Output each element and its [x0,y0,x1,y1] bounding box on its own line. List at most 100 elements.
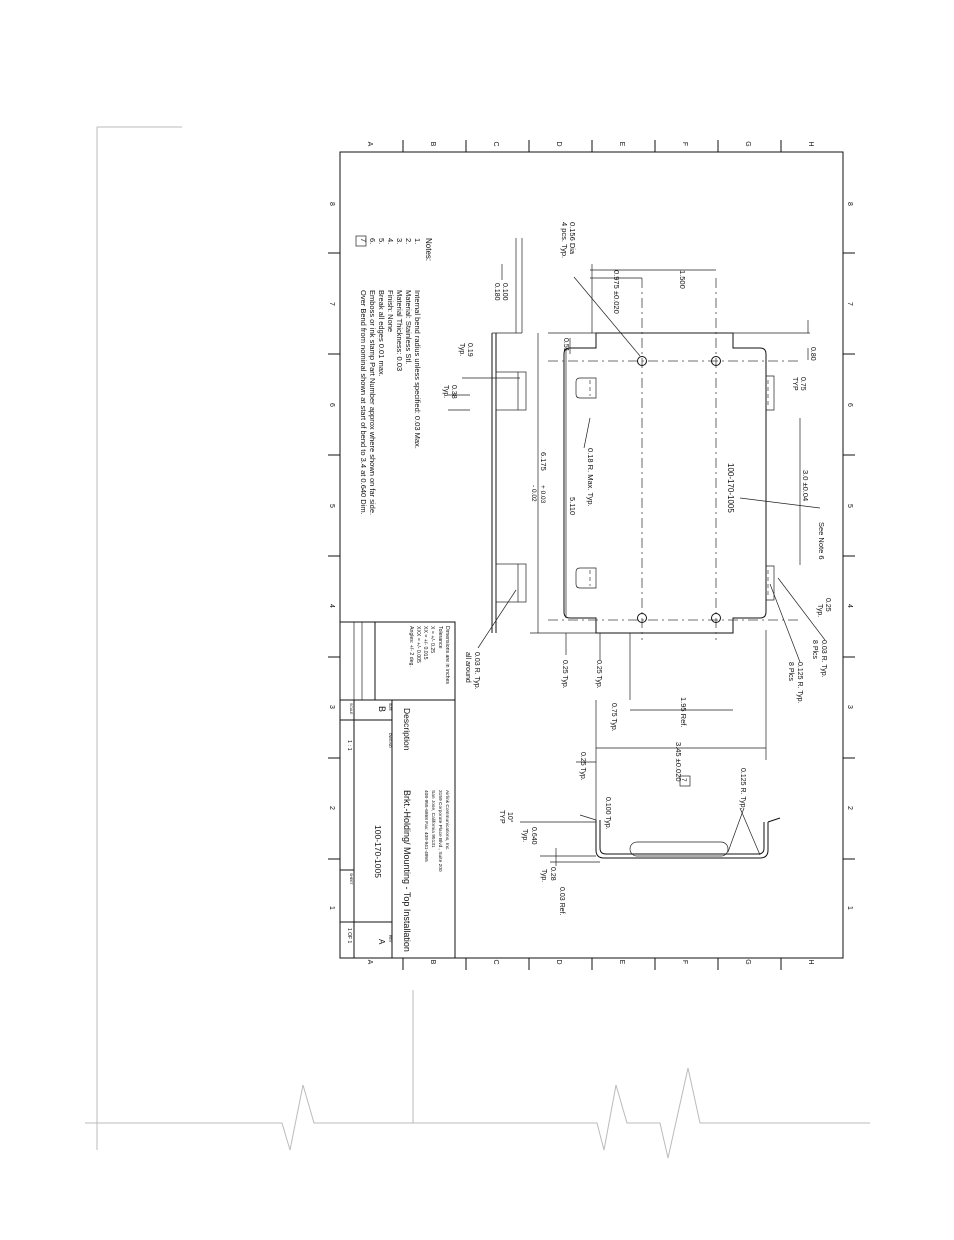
note-text: Finish: None [386,290,395,332]
zone-number: 7 [328,302,335,306]
tolerance-line: XX = +/- 0.015 [422,626,428,660]
drawing-no-value: 100-170-1005 [373,825,383,878]
company-line: 408-955-6868 Fax: 408-941-4955 [423,790,429,862]
dim-003ref: 0.03 Ref. [558,887,565,915]
zone-number: 1 [328,906,335,910]
title-block [339,621,456,959]
note7-box [679,775,691,787]
scale-value: 1 : 1 [346,740,352,751]
note-text: Emboss or ink stamp Part Number approx w… [368,290,377,515]
zone-letter: C [492,141,499,146]
zone-letter: E [618,142,625,147]
mounting-hole [711,613,721,623]
dim-0975: 0.975 ±0.020 [612,270,621,314]
tolerance-line: Angles: +/- 2 deg. [408,626,414,667]
dim-019-typ: Typ. [458,343,465,356]
zone-letter: C [492,959,499,964]
zone-number: 5 [328,504,335,508]
side-view-left [491,238,527,633]
tolerance-label: Tolerance [437,626,443,649]
dim-025-typ: Typ. [816,604,823,617]
dim-8plcs: 8 Plcs [811,640,818,660]
dim-30: 3.0 ±0.04 [801,470,810,501]
note-text: Material Thickness: 0.03 [395,290,404,371]
notes-heading: Notes: [424,238,433,261]
dim-028: 0.28 [549,867,556,881]
dim-003r-all: 0.03 R. Typ. [473,652,480,690]
dim-195: 1.95 Ref. [679,697,688,727]
zone-number: 3 [846,705,853,709]
note-text: Material: Stainless Stl. [404,290,413,364]
sheet-label: SHEET [349,873,353,886]
size-value: B [377,706,387,712]
dim-6175: 6.175 [539,452,548,471]
company-line: 3159 Corporate Place Blvd., Suite 200 [437,790,443,872]
zone-number: 5 [846,504,853,508]
dim-1500: 1.500 [678,270,687,289]
note-number: 7 [359,238,368,242]
dim-8plcs-b: 8 Plcs [787,662,794,682]
zone-letter: H [807,141,814,146]
annotations: Notes:1. Internal bend radius unless spec… [346,222,831,952]
dim-025-left: 0.25 Typ. [561,660,568,689]
note-number: 1. [413,238,422,244]
zone-number: 2 [328,806,335,810]
mounting-hole [711,356,721,366]
dim-0125r-side: 0.125 R. Typ. [739,768,746,810]
tolerance-heading: Dimensions are in inches [444,626,450,684]
note-text: Internal bend radius unless specified: 0… [413,290,422,449]
company-line: San Jose, California 95131 [430,790,436,848]
dim-0180: 0.180 [493,283,500,301]
zone-letter: F [681,142,688,146]
dim-10deg-typ: TYP [498,810,505,824]
dim-0100-side: 0.100 Typ. [604,797,611,830]
dim-0100: 0.100 [501,283,508,301]
dim-10deg: 10° [506,812,514,823]
description-label: Description [402,708,412,751]
zone-letter: E [618,960,625,965]
dim-0640: 0.640 [530,827,537,845]
dim-5110: 5.110 [568,497,577,515]
note-number: 4. [386,238,395,244]
dim-0125r: 0.125 R. Typ. [796,662,803,704]
tolerance-line: XXX = +/- 0.005 [415,626,421,663]
zone-letters-top [402,140,782,152]
side-view-bottom [579,814,781,859]
dim-025-mid: 0.25 Typ. [595,660,602,689]
note-number: 3. [395,238,404,244]
zone-letter: F [681,960,688,964]
dim-038: 0.38 [450,385,457,399]
zone-letters-bottom [402,958,782,970]
zone-number: 4 [328,604,335,608]
drawing-no-label: DWG NO [388,733,392,748]
note7-box [355,235,367,247]
dim-038-typ: Typ. [442,385,449,398]
zone-number-ticks [328,252,855,860]
note-number: 6. [368,238,377,244]
zone-letter: B [429,142,436,147]
zone-letter: D [555,959,562,964]
part-stamp: 100-170-1005 [726,463,735,513]
dim-hole-pcs: 4 pcs. Typ. [560,222,569,258]
dim-025: 0.25 [824,598,831,612]
dim-075-typ: TYP [791,377,798,391]
dim-051: 0.51 [562,338,569,352]
dim-all-around: all around [464,652,471,683]
dim-019: 0.19 [466,343,473,357]
dim-075-mid: 0.75 Typ. [610,703,617,732]
rev-label: REV [388,935,392,943]
flat-pattern-view [548,278,800,640]
zone-number: 8 [328,202,335,206]
sheet-value: 1 OF 1 [346,928,352,944]
note7-ref: 7 [680,778,687,782]
dim-028-typ: Typ. [540,869,547,882]
dim-see-note: See Note 6 [817,522,826,560]
zone-letter: B [429,960,436,965]
dim-345: 3.45 ±0.020 [674,742,683,782]
zone-letter: G [744,141,751,146]
zone-number: 4 [846,604,853,608]
zone-number: 6 [328,403,335,407]
